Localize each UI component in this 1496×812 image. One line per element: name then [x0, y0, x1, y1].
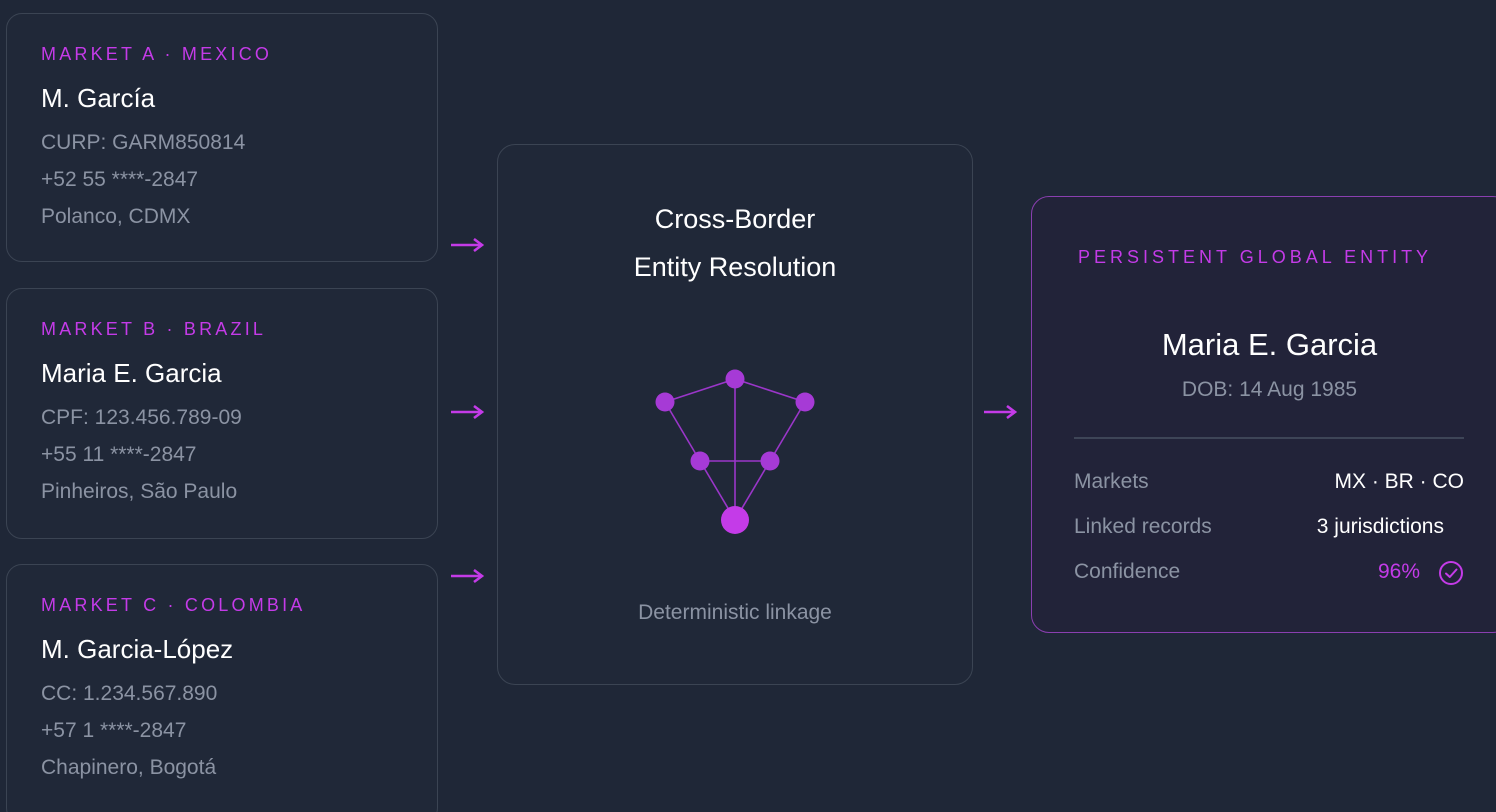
- record-name: M. Garcia-López: [41, 634, 234, 664]
- record-location: Chapinero, Bogotá: [41, 756, 217, 779]
- row-value: 3 jurisdictions: [1316, 515, 1444, 538]
- row-label: Confidence: [1074, 560, 1181, 583]
- arrow-right-icon: [451, 404, 484, 420]
- record-phone: +52 55 ****-2847: [41, 168, 199, 191]
- check-circle-icon: [1439, 561, 1463, 585]
- row-label: Linked records: [1074, 515, 1212, 538]
- entity-name: Maria E. Garcia: [1161, 327, 1378, 362]
- entity-dob: DOB: 14 Aug 1985: [1181, 378, 1358, 401]
- global-entity-card: PERSISTENT GLOBAL ENTITY Maria E. Garcia…: [1031, 196, 1496, 633]
- record-location: Pinheiros, São Paulo: [41, 480, 238, 503]
- resolution-engine-card: Cross-Border Entity Resolution: [497, 144, 973, 685]
- source-card-market-c: MARKET C · COLOMBIA M. Garcia-López CC: …: [6, 564, 438, 812]
- record-id: CC: 1.234.567.890: [41, 682, 218, 705]
- network-graph-icon: [655, 369, 815, 534]
- source-card-market-b: MARKET B · BRAZIL Maria E. Garcia CPF: 1…: [6, 288, 438, 539]
- entity-row-confidence: Confidence 96%: [1074, 560, 1464, 586]
- entity-label: PERSISTENT GLOBAL ENTITY: [1078, 247, 1433, 267]
- row-label: Markets: [1074, 470, 1149, 493]
- engine-title-line2: Entity Resolution: [633, 252, 837, 282]
- engine-subtitle: Deterministic linkage: [638, 601, 832, 624]
- record-phone: +57 1 ****-2847: [41, 719, 187, 742]
- entity-row-markets: Markets MX · BR · CO: [1074, 470, 1464, 496]
- market-label: MARKET C · COLOMBIA: [41, 595, 306, 615]
- record-phone: +55 11 ****-2847: [41, 443, 197, 466]
- market-label: MARKET A · MEXICO: [41, 44, 273, 64]
- record-name: M. García: [41, 83, 156, 113]
- market-label: MARKET B · BRAZIL: [41, 319, 267, 339]
- arrow-right-icon: [451, 237, 484, 253]
- record-name: Maria E. Garcia: [41, 358, 222, 388]
- row-value: MX · BR · CO: [1334, 470, 1465, 493]
- entity-row-linked-records: Linked records 3 jurisdictions: [1074, 515, 1464, 541]
- record-location: Polanco, CDMX: [41, 205, 191, 228]
- confidence-value: 96%: [1377, 560, 1420, 583]
- engine-title-line1: Cross-Border: [654, 204, 816, 234]
- record-id: CPF: 123.456.789-09: [41, 406, 242, 429]
- source-card-market-a: MARKET A · MEXICO M. García CURP: GARM85…: [6, 13, 438, 262]
- arrow-right-icon: [451, 568, 484, 584]
- record-id: CURP: GARM850814: [41, 131, 246, 154]
- divider: [1074, 437, 1464, 439]
- arrow-right-icon: [984, 404, 1017, 420]
